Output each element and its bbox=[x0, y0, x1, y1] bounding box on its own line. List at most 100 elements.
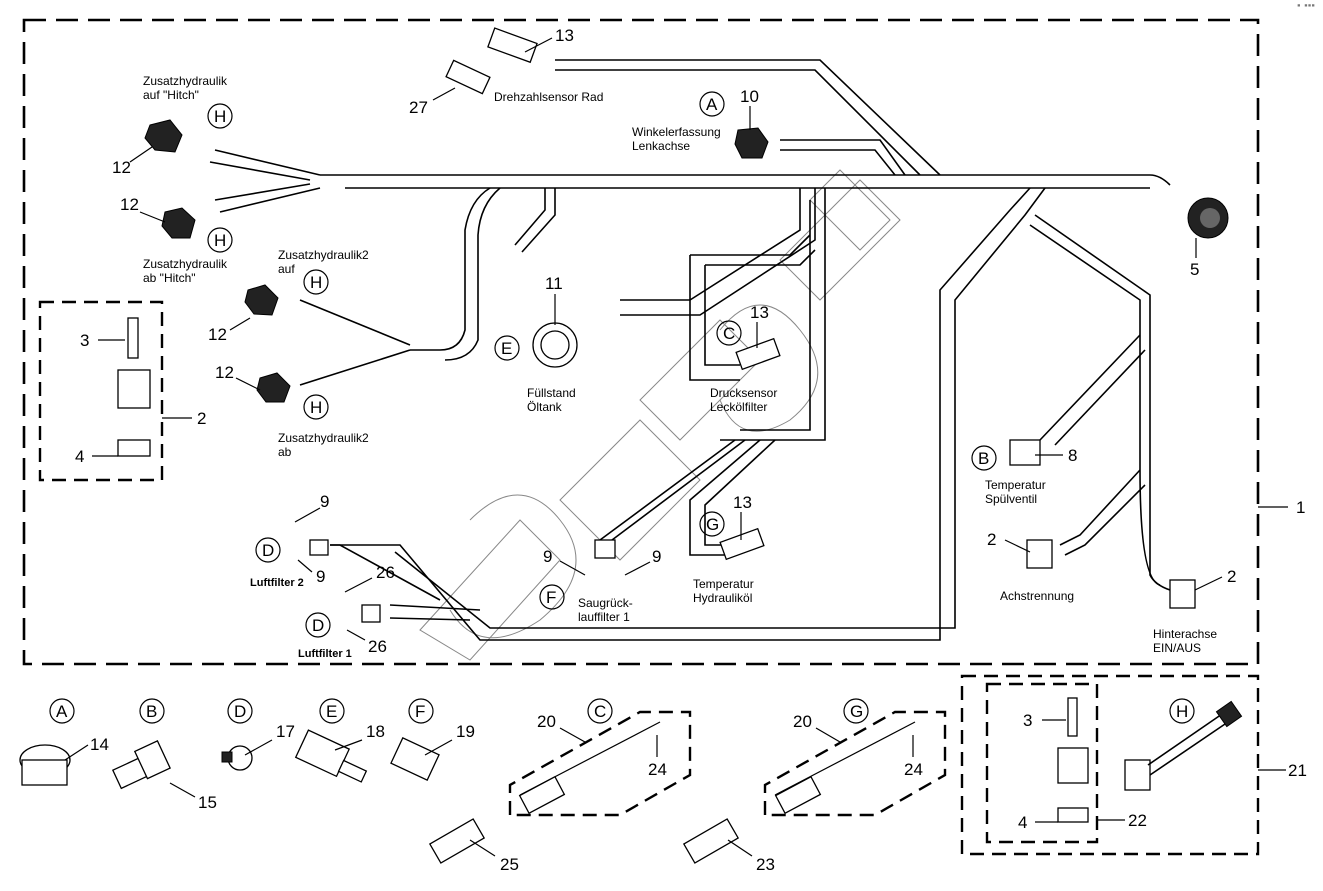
svg-text:12: 12 bbox=[120, 195, 139, 214]
callout-H: H bbox=[207, 227, 233, 253]
svg-text:ab "Hitch": ab "Hitch" bbox=[143, 271, 196, 285]
connector-8 bbox=[1009, 439, 1041, 466]
label-hinterachse-ein-aus: Hinterachse EIN/AUS bbox=[1153, 627, 1217, 655]
svg-text:Saugrück-: Saugrück- bbox=[578, 596, 633, 610]
svg-text:4: 4 bbox=[1018, 813, 1027, 832]
svg-text:9: 9 bbox=[543, 547, 552, 566]
svg-text:ab: ab bbox=[278, 445, 292, 459]
svg-text:C: C bbox=[594, 702, 606, 721]
assembly-number: 1 bbox=[1296, 498, 1305, 517]
svg-text:Zusatzhydraulik: Zusatzhydraulik bbox=[143, 257, 228, 271]
svg-text:Leckölfilter: Leckölfilter bbox=[710, 400, 767, 414]
part-number: 2 bbox=[197, 409, 206, 428]
svg-text:B: B bbox=[146, 702, 157, 721]
svg-text:E: E bbox=[326, 702, 337, 721]
svg-text:23: 23 bbox=[756, 855, 775, 874]
connector-10 bbox=[734, 127, 769, 159]
svg-text:14: 14 bbox=[90, 735, 109, 754]
part-numbers-main: 12 12 12 12 13 27 10 5 11 13 8 2 2 13 9 … bbox=[112, 26, 1236, 656]
callout-B: B bbox=[971, 445, 997, 471]
svg-text:9: 9 bbox=[320, 492, 329, 511]
svg-text:21: 21 bbox=[1288, 761, 1307, 780]
svg-text:26: 26 bbox=[376, 563, 395, 582]
label-zusatzhydraulik2-ab: Zusatzhydraulik2 ab bbox=[278, 431, 369, 459]
callout-B: B bbox=[139, 698, 165, 724]
svg-text:Füllstand: Füllstand bbox=[527, 386, 576, 400]
part-numbers-bottom: 14 15 17 18 19 25 23 bbox=[64, 722, 775, 874]
svg-text:13: 13 bbox=[750, 303, 769, 322]
svg-text:25: 25 bbox=[500, 855, 519, 874]
corner-mark: ▪ ▪▪▪ bbox=[1296, 2, 1315, 9]
svg-text:5: 5 bbox=[1190, 260, 1199, 279]
part-25-sensor bbox=[428, 818, 486, 864]
connector-13-c bbox=[735, 337, 781, 371]
svg-text:lauffilter 1: lauffilter 1 bbox=[578, 610, 630, 624]
label-zusatzhydraulik-ab-hitch: Zusatzhydraulik ab "Hitch" bbox=[143, 257, 228, 285]
svg-text:C: C bbox=[723, 324, 735, 343]
connector-27 bbox=[445, 59, 491, 95]
callout-C: C bbox=[716, 320, 742, 346]
svg-text:13: 13 bbox=[733, 493, 752, 512]
svg-text:Hydrauliköl: Hydrauliköl bbox=[693, 591, 752, 605]
svg-text:E: E bbox=[501, 339, 512, 358]
label-drucksensor-leckoelfilter: Drucksensor Leckölfilter bbox=[710, 386, 777, 414]
kit-20-g: G 20 24 bbox=[763, 698, 947, 817]
connector-9-saug bbox=[594, 539, 616, 559]
watermark bbox=[419, 169, 901, 661]
callout-F: F bbox=[408, 698, 434, 724]
svg-text:Öltank: Öltank bbox=[527, 400, 563, 414]
part-15-sensor bbox=[111, 740, 171, 790]
main-trunk bbox=[209, 59, 1171, 641]
label-drehzahlsensor-rad: Drehzahlsensor Rad bbox=[494, 90, 603, 104]
part-22-solenoid-plug-with-cable: H bbox=[1124, 698, 1243, 791]
svg-text:20: 20 bbox=[537, 712, 556, 731]
svg-text:D: D bbox=[262, 541, 274, 560]
part-19-sensor bbox=[390, 736, 440, 782]
svg-text:H: H bbox=[214, 107, 226, 126]
svg-text:Hinterachse: Hinterachse bbox=[1153, 627, 1217, 641]
svg-text:10: 10 bbox=[740, 87, 759, 106]
kit-20-c: C 20 24 bbox=[508, 698, 692, 817]
svg-text:19: 19 bbox=[456, 722, 475, 741]
svg-text:11: 11 bbox=[545, 274, 563, 293]
callout-F: F bbox=[539, 584, 565, 610]
svg-text:12: 12 bbox=[112, 158, 131, 177]
svg-text:F: F bbox=[546, 588, 556, 607]
svg-text:auf "Hitch": auf "Hitch" bbox=[143, 88, 199, 102]
svg-text:H: H bbox=[1176, 702, 1188, 721]
kit-21-frame: 21 bbox=[960, 674, 1307, 856]
connector-12-c bbox=[244, 284, 279, 316]
svg-text:12: 12 bbox=[215, 363, 234, 382]
callout-E: E bbox=[494, 335, 520, 361]
connector-13-top bbox=[487, 27, 538, 64]
callout-D: D bbox=[227, 698, 253, 724]
svg-text:Lenkachse: Lenkachse bbox=[632, 139, 690, 153]
callout-H: H bbox=[303, 269, 329, 295]
label-zusatzhydraulik2-auf: Zusatzhydraulik2 auf bbox=[278, 248, 369, 276]
callout-H: H bbox=[303, 394, 329, 420]
svg-text:9: 9 bbox=[652, 547, 661, 566]
label-temperatur-hydraulikoel: Temperatur Hydrauliköl bbox=[693, 577, 754, 605]
label-temperatur-spuelventil: Temperatur Spülventil bbox=[985, 478, 1046, 506]
svg-text:A: A bbox=[706, 95, 718, 114]
label-luftfilter-2: Luftfilter 2 bbox=[250, 577, 304, 589]
svg-text:Spülventil: Spülventil bbox=[985, 492, 1037, 506]
svg-text:18: 18 bbox=[366, 722, 385, 741]
callout-A: A bbox=[699, 91, 725, 117]
svg-text:2: 2 bbox=[987, 530, 996, 549]
part-18-sensor bbox=[294, 729, 368, 783]
label-zusatzhydraulik-auf-hitch: Zusatzhydraulik auf "Hitch" bbox=[143, 74, 228, 102]
label-saugruecklauffilter-1: Saugrück- lauffilter 1 bbox=[578, 596, 633, 624]
label-achstrennung: Achstrennung bbox=[1000, 589, 1074, 603]
label-luftfilter-1: Luftfilter 1 bbox=[298, 648, 352, 660]
callout-G: G bbox=[699, 511, 725, 537]
callout-A: A bbox=[49, 698, 75, 724]
svg-text:20: 20 bbox=[793, 712, 812, 731]
svg-text:22: 22 bbox=[1128, 811, 1147, 830]
bolt bbox=[127, 317, 139, 359]
assembly-frame bbox=[22, 18, 1260, 666]
svg-text:Winkelerfassung: Winkelerfassung bbox=[632, 125, 721, 139]
svg-text:EIN/AUS: EIN/AUS bbox=[1153, 641, 1201, 655]
svg-text:F: F bbox=[415, 702, 425, 721]
